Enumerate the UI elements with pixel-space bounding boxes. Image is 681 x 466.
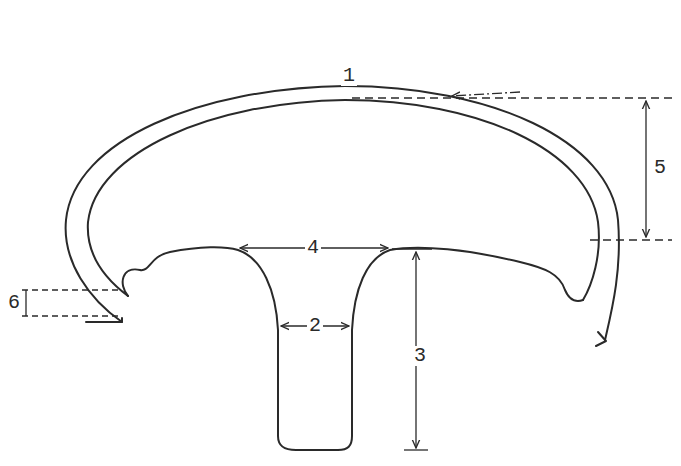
extension-line [352,97,672,98]
callout-number: 5 [652,158,668,178]
callout-number: 3 [412,346,428,366]
leader-line [452,92,520,96]
callout-number: 2 [307,316,323,336]
cap-inner [88,100,599,300]
dimension-line [645,101,646,237]
cap-outer [66,86,619,340]
extension-line [22,289,120,290]
extension-line [22,315,120,316]
stem-outline [123,247,583,450]
callout-number: 1 [341,66,357,86]
dimension-line [25,290,26,316]
extension-tick [404,449,428,450]
cap-rim-left [86,318,122,322]
extension-tick [392,248,432,249]
callout-number: 4 [305,238,321,258]
callout-number: 6 [6,293,22,313]
extension-line [590,239,672,240]
cap-rim-right [596,332,606,346]
